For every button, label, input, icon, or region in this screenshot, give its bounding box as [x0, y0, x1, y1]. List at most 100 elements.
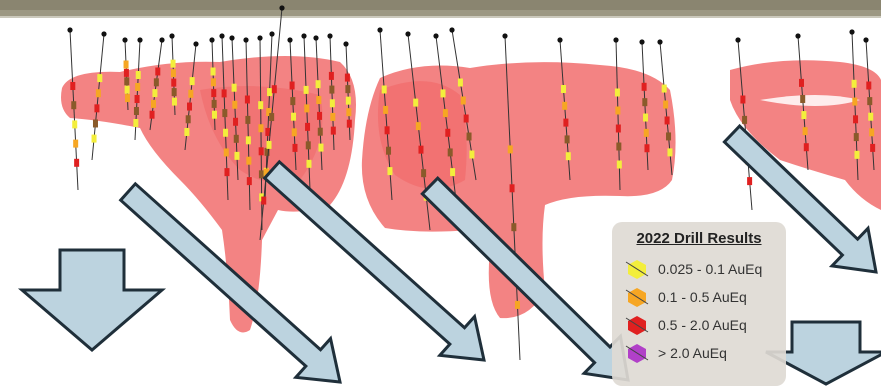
- grade-interval: [854, 133, 859, 141]
- grade-interval: [223, 129, 228, 137]
- grade-interval: [133, 119, 138, 127]
- drill-collar-icon: [405, 31, 410, 36]
- grade-interval: [211, 89, 216, 97]
- grade-interval: [511, 223, 516, 231]
- grade-interval: [245, 96, 250, 104]
- drill-collar-icon: [169, 33, 174, 38]
- drill-collar-icon: [327, 33, 332, 38]
- grade-interval: [290, 82, 295, 90]
- grade-interval: [329, 86, 334, 94]
- drill-collar-icon: [377, 27, 382, 32]
- grade-interval: [515, 301, 520, 309]
- grade-interval: [258, 124, 263, 132]
- grade-interval: [150, 111, 155, 119]
- grade-interval: [233, 118, 238, 126]
- grade-interval: [305, 123, 310, 131]
- grade-interval: [135, 95, 140, 103]
- grade-interval: [188, 90, 193, 98]
- grade-interval: [616, 125, 621, 133]
- grade-interval: [329, 72, 334, 80]
- grade-interval: [413, 99, 418, 107]
- grade-interval: [171, 60, 176, 68]
- grade-interval: [212, 111, 217, 119]
- grade-interval: [316, 96, 321, 104]
- grade-interval: [665, 116, 670, 124]
- grade-interval: [642, 83, 647, 91]
- drill-collar-icon: [313, 35, 318, 40]
- grade-interval: [222, 109, 227, 117]
- grade-interval: [345, 74, 350, 82]
- legend-item-high: 0.5 - 2.0 AuEq: [624, 312, 747, 338]
- grade-interval: [245, 116, 250, 124]
- legend: 2022 Drill Results 0.025 - 0.1 AuEq 0.1 …: [612, 222, 786, 386]
- grade-interval: [385, 126, 390, 134]
- grade-interval: [616, 143, 621, 151]
- grade-interval: [224, 148, 229, 156]
- drill-collar-icon: [287, 37, 292, 42]
- grade-interval: [866, 82, 871, 90]
- grade-interval: [801, 111, 806, 119]
- grade-interval: [563, 119, 568, 127]
- grade-interval: [854, 151, 859, 159]
- grade-interval: [267, 88, 272, 96]
- drill-collar-icon: [849, 29, 854, 34]
- grade-interval: [799, 79, 804, 87]
- grade-interval: [317, 112, 322, 120]
- legend-title: 2022 Drill Results: [612, 230, 786, 247]
- grade-interval: [154, 78, 159, 86]
- grade-interval: [331, 127, 336, 135]
- grade-interval: [92, 135, 97, 143]
- grade-interval: [561, 85, 566, 93]
- grade-interval: [291, 113, 296, 121]
- grade-interval: [292, 144, 297, 152]
- down-arrow-icon: [22, 250, 162, 350]
- red-hexagon-icon: [624, 314, 650, 336]
- grade-interval: [742, 116, 747, 124]
- grade-interval: [469, 151, 474, 159]
- grade-interval: [93, 119, 98, 127]
- drill-collar-icon: [229, 35, 234, 40]
- grade-interval: [211, 68, 216, 76]
- grade-interval: [318, 128, 323, 136]
- grade-interval: [330, 99, 335, 107]
- drill-collar-icon: [209, 37, 214, 42]
- grade-interval: [617, 161, 622, 169]
- grade-interval: [644, 144, 649, 152]
- drill-collar-icon: [269, 31, 274, 36]
- drill-collar-icon: [557, 37, 562, 42]
- grade-interval: [136, 71, 141, 79]
- grade-interval: [246, 157, 251, 165]
- grade-interval: [234, 135, 239, 143]
- grade-interval: [71, 101, 76, 109]
- grade-interval: [155, 68, 160, 76]
- grade-interval: [73, 140, 78, 148]
- grade-interval: [261, 197, 266, 205]
- grade-interval: [124, 61, 129, 69]
- grade-interval: [867, 97, 872, 105]
- grade-interval: [346, 97, 351, 105]
- grade-interval: [566, 152, 571, 160]
- grade-interval: [852, 98, 857, 106]
- grade-interval: [416, 122, 421, 130]
- grade-interval: [800, 95, 805, 103]
- grade-interval: [870, 144, 875, 152]
- grade-interval: [97, 74, 102, 82]
- drill-collar-icon: [795, 33, 800, 38]
- grade-interval: [510, 184, 515, 192]
- grade-interval: [70, 82, 75, 90]
- grade-interval: [304, 86, 309, 94]
- grade-interval: [330, 113, 335, 121]
- grade-interval: [124, 77, 129, 85]
- grade-interval: [387, 167, 392, 175]
- legend-label: 0.1 - 0.5 AuEq: [658, 289, 747, 305]
- grade-interval: [663, 101, 668, 109]
- grade-interval: [232, 101, 237, 109]
- grade-interval: [386, 147, 391, 155]
- grade-interval: [345, 85, 350, 93]
- grade-interval: [508, 145, 513, 153]
- drill-collar-icon: [193, 41, 198, 46]
- grade-interval: [853, 115, 858, 123]
- drill-collar-icon: [137, 37, 142, 42]
- legend-label: > 2.0 AuEq: [658, 345, 727, 361]
- drill-collar-icon: [159, 37, 164, 42]
